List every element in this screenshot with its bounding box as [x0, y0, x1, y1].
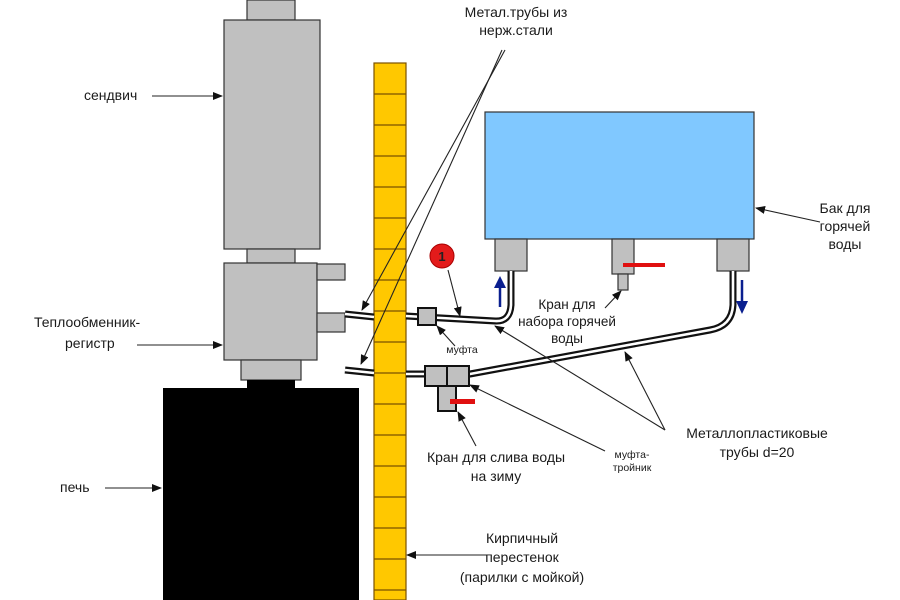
drain-tap-body [437, 385, 457, 412]
chimney [223, 0, 321, 264]
tank-tap-handle [623, 263, 665, 267]
label-brick-wall-1: Кирпичный [486, 530, 558, 546]
stove-body [163, 388, 359, 600]
label-sandwich: сендвич [84, 87, 137, 103]
flow-down-arrow-icon [736, 280, 748, 314]
label-stove: печь [60, 479, 90, 495]
label-brick-wall-2: перестенок [485, 549, 559, 565]
leader-tee [469, 384, 606, 452]
label-drain-tap-1: Кран для слива воды [427, 449, 565, 465]
leader-drain [457, 411, 477, 447]
flow-up-arrow-icon [494, 276, 506, 307]
label-brick-wall-3: (парилки с мойкой) [460, 569, 584, 585]
label-tee-1: муфта- [615, 449, 650, 461]
label-tank-1: Бак для [820, 200, 871, 216]
label-hot-tap-1: Кран для [538, 297, 595, 312]
heat-exchanger-register [223, 262, 346, 381]
leader-hot-tap [604, 290, 622, 309]
drain-tap-handle [450, 399, 475, 404]
heat-exchanger-outlet-bottom [316, 312, 346, 333]
stove-neck [247, 380, 295, 390]
label-tank-3: воды [829, 236, 862, 252]
tank-tap-fitting [611, 238, 635, 275]
tank-tap-spout [617, 273, 629, 291]
label-drain-tap-2: на зиму [471, 468, 521, 484]
marker-1: 1 [429, 243, 462, 317]
brick-wall [373, 62, 407, 600]
tank-outlet-fitting [716, 238, 750, 272]
label-mp-pipes-2: трубы d=20 [720, 444, 795, 460]
flow-arrows [494, 276, 748, 314]
coupling [417, 307, 437, 326]
label-hot-tap-3: воды [551, 331, 583, 346]
marker-1-number: 1 [438, 249, 445, 264]
label-mp-pipes-1: Металлопластиковые [686, 425, 828, 441]
sandwich-lower-collar [246, 248, 296, 264]
leader-lines [105, 49, 821, 559]
labels: сендвич Теплообменник- регистр печь Мета… [34, 4, 870, 585]
leader-steel-top [361, 49, 506, 311]
steel-pipes [344, 310, 375, 377]
leader-mp-1 [494, 325, 666, 431]
stove [163, 380, 359, 600]
tee-right [446, 365, 470, 387]
label-heat-exchanger-1: Теплообменник- [34, 314, 141, 330]
label-coupling: муфта [446, 344, 478, 356]
leader-steel-bottom [360, 49, 503, 365]
label-heat-exchanger-2: регистр [65, 335, 115, 351]
metal-plastic-pipes [405, 271, 737, 378]
tee-left [424, 365, 448, 387]
label-tank-2: горячей [820, 218, 871, 234]
leader-mp-2 [624, 351, 666, 431]
heat-exchanger-outlet-top [316, 263, 346, 281]
hot-water-tank [484, 111, 755, 291]
leader-tank [755, 206, 821, 223]
fittings [417, 307, 475, 412]
tank-body [484, 111, 755, 240]
sandwich-pipe [223, 19, 321, 250]
label-hot-tap-2: набора горячей [518, 314, 616, 329]
leader-coupling [436, 325, 456, 347]
brick-wall-body [373, 62, 407, 600]
label-steel-pipes-1: Метал.трубы из [465, 4, 568, 20]
tank-inlet-fitting [494, 238, 528, 272]
chimney-top-cap [246, 0, 296, 21]
label-tee-2: тройник [613, 462, 652, 474]
heat-exchanger-lower-collar [240, 359, 302, 381]
marker-1-circle [429, 243, 455, 269]
heat-exchanger-body [223, 262, 318, 361]
label-steel-pipes-2: нерж.стали [479, 22, 553, 38]
